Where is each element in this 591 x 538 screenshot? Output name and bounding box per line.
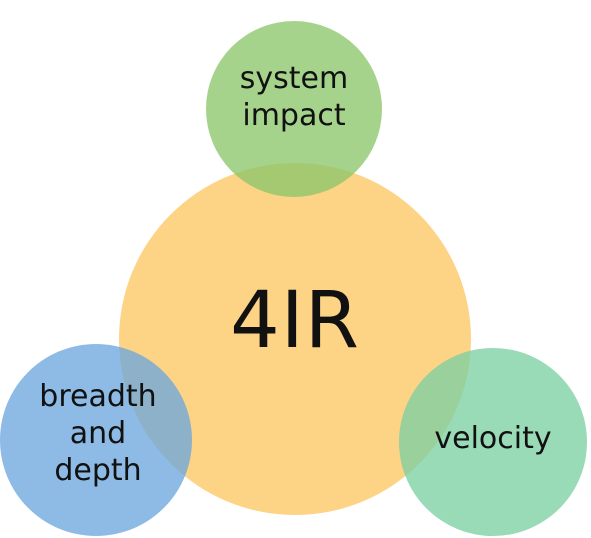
velocity-label: velocity (434, 421, 552, 456)
system-impact-line-2: impact (242, 98, 346, 133)
system-impact-circle (206, 21, 382, 197)
breadth-and-depth-label: breadth and depth (23, 378, 173, 489)
breadth-and-depth-line-3: depth (54, 453, 142, 488)
system-impact-line-1: system (239, 61, 349, 96)
center-label: 4IR (230, 276, 360, 366)
velocity-circle (399, 348, 587, 536)
breadth-and-depth-line-2: and (69, 416, 127, 451)
breadth-and-depth-line-1: breadth (39, 379, 157, 414)
center-circle (119, 163, 471, 515)
system-impact-label: system impact (219, 60, 369, 134)
breadth-and-depth-circle (0, 344, 192, 536)
